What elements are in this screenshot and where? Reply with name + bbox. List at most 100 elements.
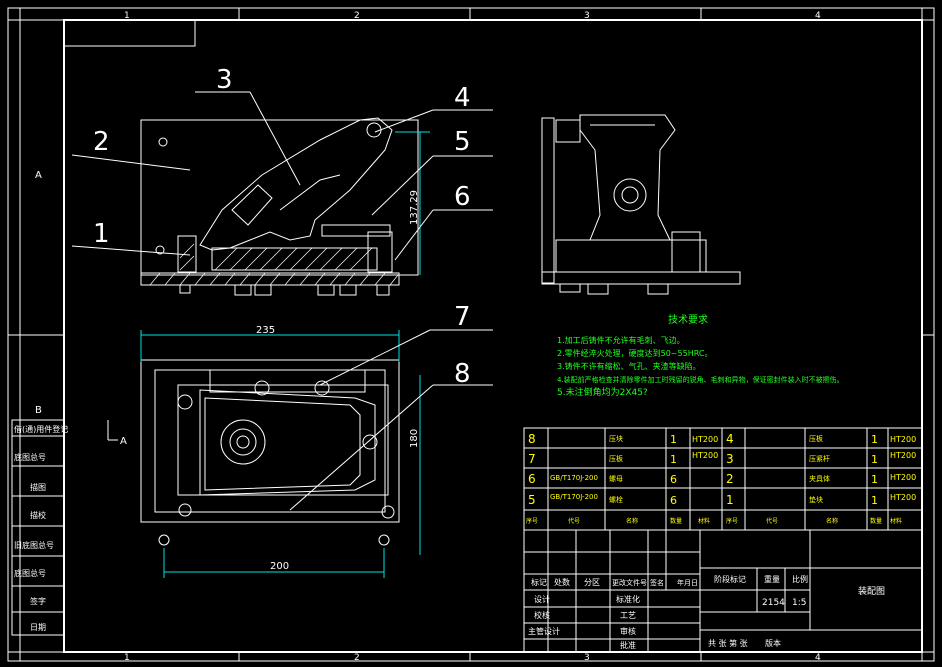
left-label-0: 借(通)用件登记	[14, 424, 68, 434]
inner-border	[63, 19, 923, 653]
col-label-b1: 1	[124, 653, 130, 663]
bom-r2-mat: HT200	[692, 451, 718, 460]
bom-r2-no2: 3	[726, 452, 734, 466]
tb-label-0: 标记	[531, 577, 547, 587]
tb-sheets: 共 张 第 张	[708, 638, 748, 648]
dim-width-bottom: 200	[270, 561, 289, 572]
bom-r2-name2: 压紧杆	[809, 454, 830, 463]
row-label-b: B	[35, 405, 42, 416]
bom-r3-no2: 2	[726, 472, 734, 486]
col-label-4: 4	[815, 11, 821, 21]
bom-h5: 序号	[726, 517, 738, 525]
bom-r2-mat2: HT200	[890, 451, 916, 460]
bom-r4-mat2: HT200	[890, 493, 916, 502]
tb-stage: 阶段标记	[714, 574, 746, 584]
title-block	[523, 529, 923, 653]
bom-r1-mat2: HT200	[890, 435, 916, 444]
bom-h2: 名称	[626, 517, 638, 525]
left-label-1: 底图总号	[14, 452, 46, 462]
left-label-4: 旧底图总号	[14, 540, 54, 550]
tb-label-5: 年月日	[677, 578, 698, 587]
dim-height: 137.29	[409, 190, 420, 225]
bom-r1-qty: 1	[670, 433, 677, 446]
tech-item-4: 4.装配前严格检查并清除零件加工时残留的锐角、毛刺和异物，保证密封件装入时不被擦…	[557, 375, 844, 384]
top-view: 235 200 180 A	[107, 325, 421, 578]
bom-r4-code: GB/T170J-200	[550, 493, 598, 501]
left-label-strip: 借(通)用件登记 底图总号 描图 描校 旧底图总号 底图总号 签字 日期	[11, 419, 68, 636]
tech-item-3: 3.铸件不许有缩松、气孔、夹渣等缺陷。	[557, 361, 701, 371]
tech-item-2: 2.零件经淬火处理，硬度达到50~55HRC。	[557, 348, 712, 358]
tech-title: 技术要求	[668, 313, 708, 326]
front-view: 137.29	[140, 117, 430, 296]
bom-r2-qty2: 1	[871, 453, 878, 466]
bom-r1-name2: 压板	[809, 434, 823, 443]
bom-r4-no: 5	[528, 493, 536, 507]
tb-label-2: 分区	[584, 578, 600, 587]
bom-r4-no2: 1	[726, 493, 734, 507]
dim-side: 180	[409, 429, 420, 448]
row-label-a: A	[35, 170, 42, 181]
col-label-3: 3	[584, 11, 590, 21]
bom-h6: 代号	[766, 517, 778, 525]
tb-drawing-name: 装配图	[858, 585, 885, 597]
balloon-7: 7	[454, 302, 471, 332]
tb-version: 版本	[765, 638, 781, 648]
bom-r4-name: 螺栓	[609, 495, 623, 504]
bom-r4-qty: 6	[670, 494, 677, 507]
tb-label-1: 处数	[554, 577, 570, 587]
bom-r2-name: 压板	[609, 454, 623, 463]
bom-r2-qty: 1	[670, 453, 677, 466]
col-label-1: 1	[124, 11, 130, 21]
tb-design: 设计	[534, 594, 550, 604]
balloon-8: 8	[454, 359, 471, 389]
bom-r1-qty2: 1	[871, 433, 878, 446]
balloon-5: 5	[454, 127, 471, 157]
tb-weight-value: 2154	[762, 598, 785, 608]
balloon-leaders	[71, 91, 493, 511]
corner-box	[63, 19, 196, 47]
section-label: A	[120, 436, 127, 447]
bom-h3: 数量	[670, 517, 682, 525]
tb-check: 校核	[534, 610, 550, 620]
col-label-b3: 3	[584, 653, 590, 663]
bom-r3-no: 6	[528, 472, 536, 486]
bom-h0: 序号	[526, 517, 538, 525]
bom-h7: 名称	[826, 517, 838, 525]
tech-item-5: 5.未注倒角均为2X45?	[557, 386, 648, 398]
col-label-2: 2	[354, 11, 360, 21]
tb-scale-value: 1:5	[792, 598, 806, 608]
bom-r1-name: 压块	[609, 434, 623, 443]
balloon-4: 4	[454, 83, 471, 113]
bom-r3-code: GB/T170J-200	[550, 474, 598, 482]
dim-width-top: 235	[256, 325, 275, 336]
tb-weight: 重量	[764, 574, 780, 584]
bom-h1: 代号	[568, 517, 580, 525]
col-label-b4: 4	[815, 653, 821, 663]
tb-review: 审核	[620, 626, 636, 636]
balloon-3: 3	[216, 65, 233, 95]
left-label-2: 描图	[30, 482, 46, 492]
bom-r3-qty2: 1	[871, 473, 878, 486]
bom-r3-name: 螺母	[609, 474, 623, 483]
left-label-6: 签字	[30, 596, 46, 606]
left-label-7: 日期	[30, 623, 46, 632]
bom-r3-mat2: HT200	[890, 473, 916, 482]
balloon-6: 6	[454, 182, 471, 212]
tech-item-1: 1.加工后铸件不允许有毛刺、飞边。	[557, 335, 685, 345]
col-label-b2: 2	[354, 653, 360, 663]
bom-h8: 数量	[870, 517, 882, 525]
bom-r3-name2: 夹具体	[809, 474, 830, 483]
tb-chief: 主管设计	[528, 626, 560, 636]
bom-r1-no2: 4	[726, 432, 734, 446]
side-view	[541, 114, 741, 295]
bom-r1-no: 8	[528, 432, 536, 446]
tb-label-3: 更改文件号	[612, 578, 647, 587]
bom-r3-qty: 6	[670, 473, 677, 486]
balloon-1: 1	[93, 219, 110, 249]
left-label-5: 底图总号	[14, 568, 46, 578]
bom-r1-mat: HT200	[692, 435, 718, 444]
bom-h4: 材料	[698, 517, 710, 525]
bom-r2-no: 7	[528, 452, 536, 466]
